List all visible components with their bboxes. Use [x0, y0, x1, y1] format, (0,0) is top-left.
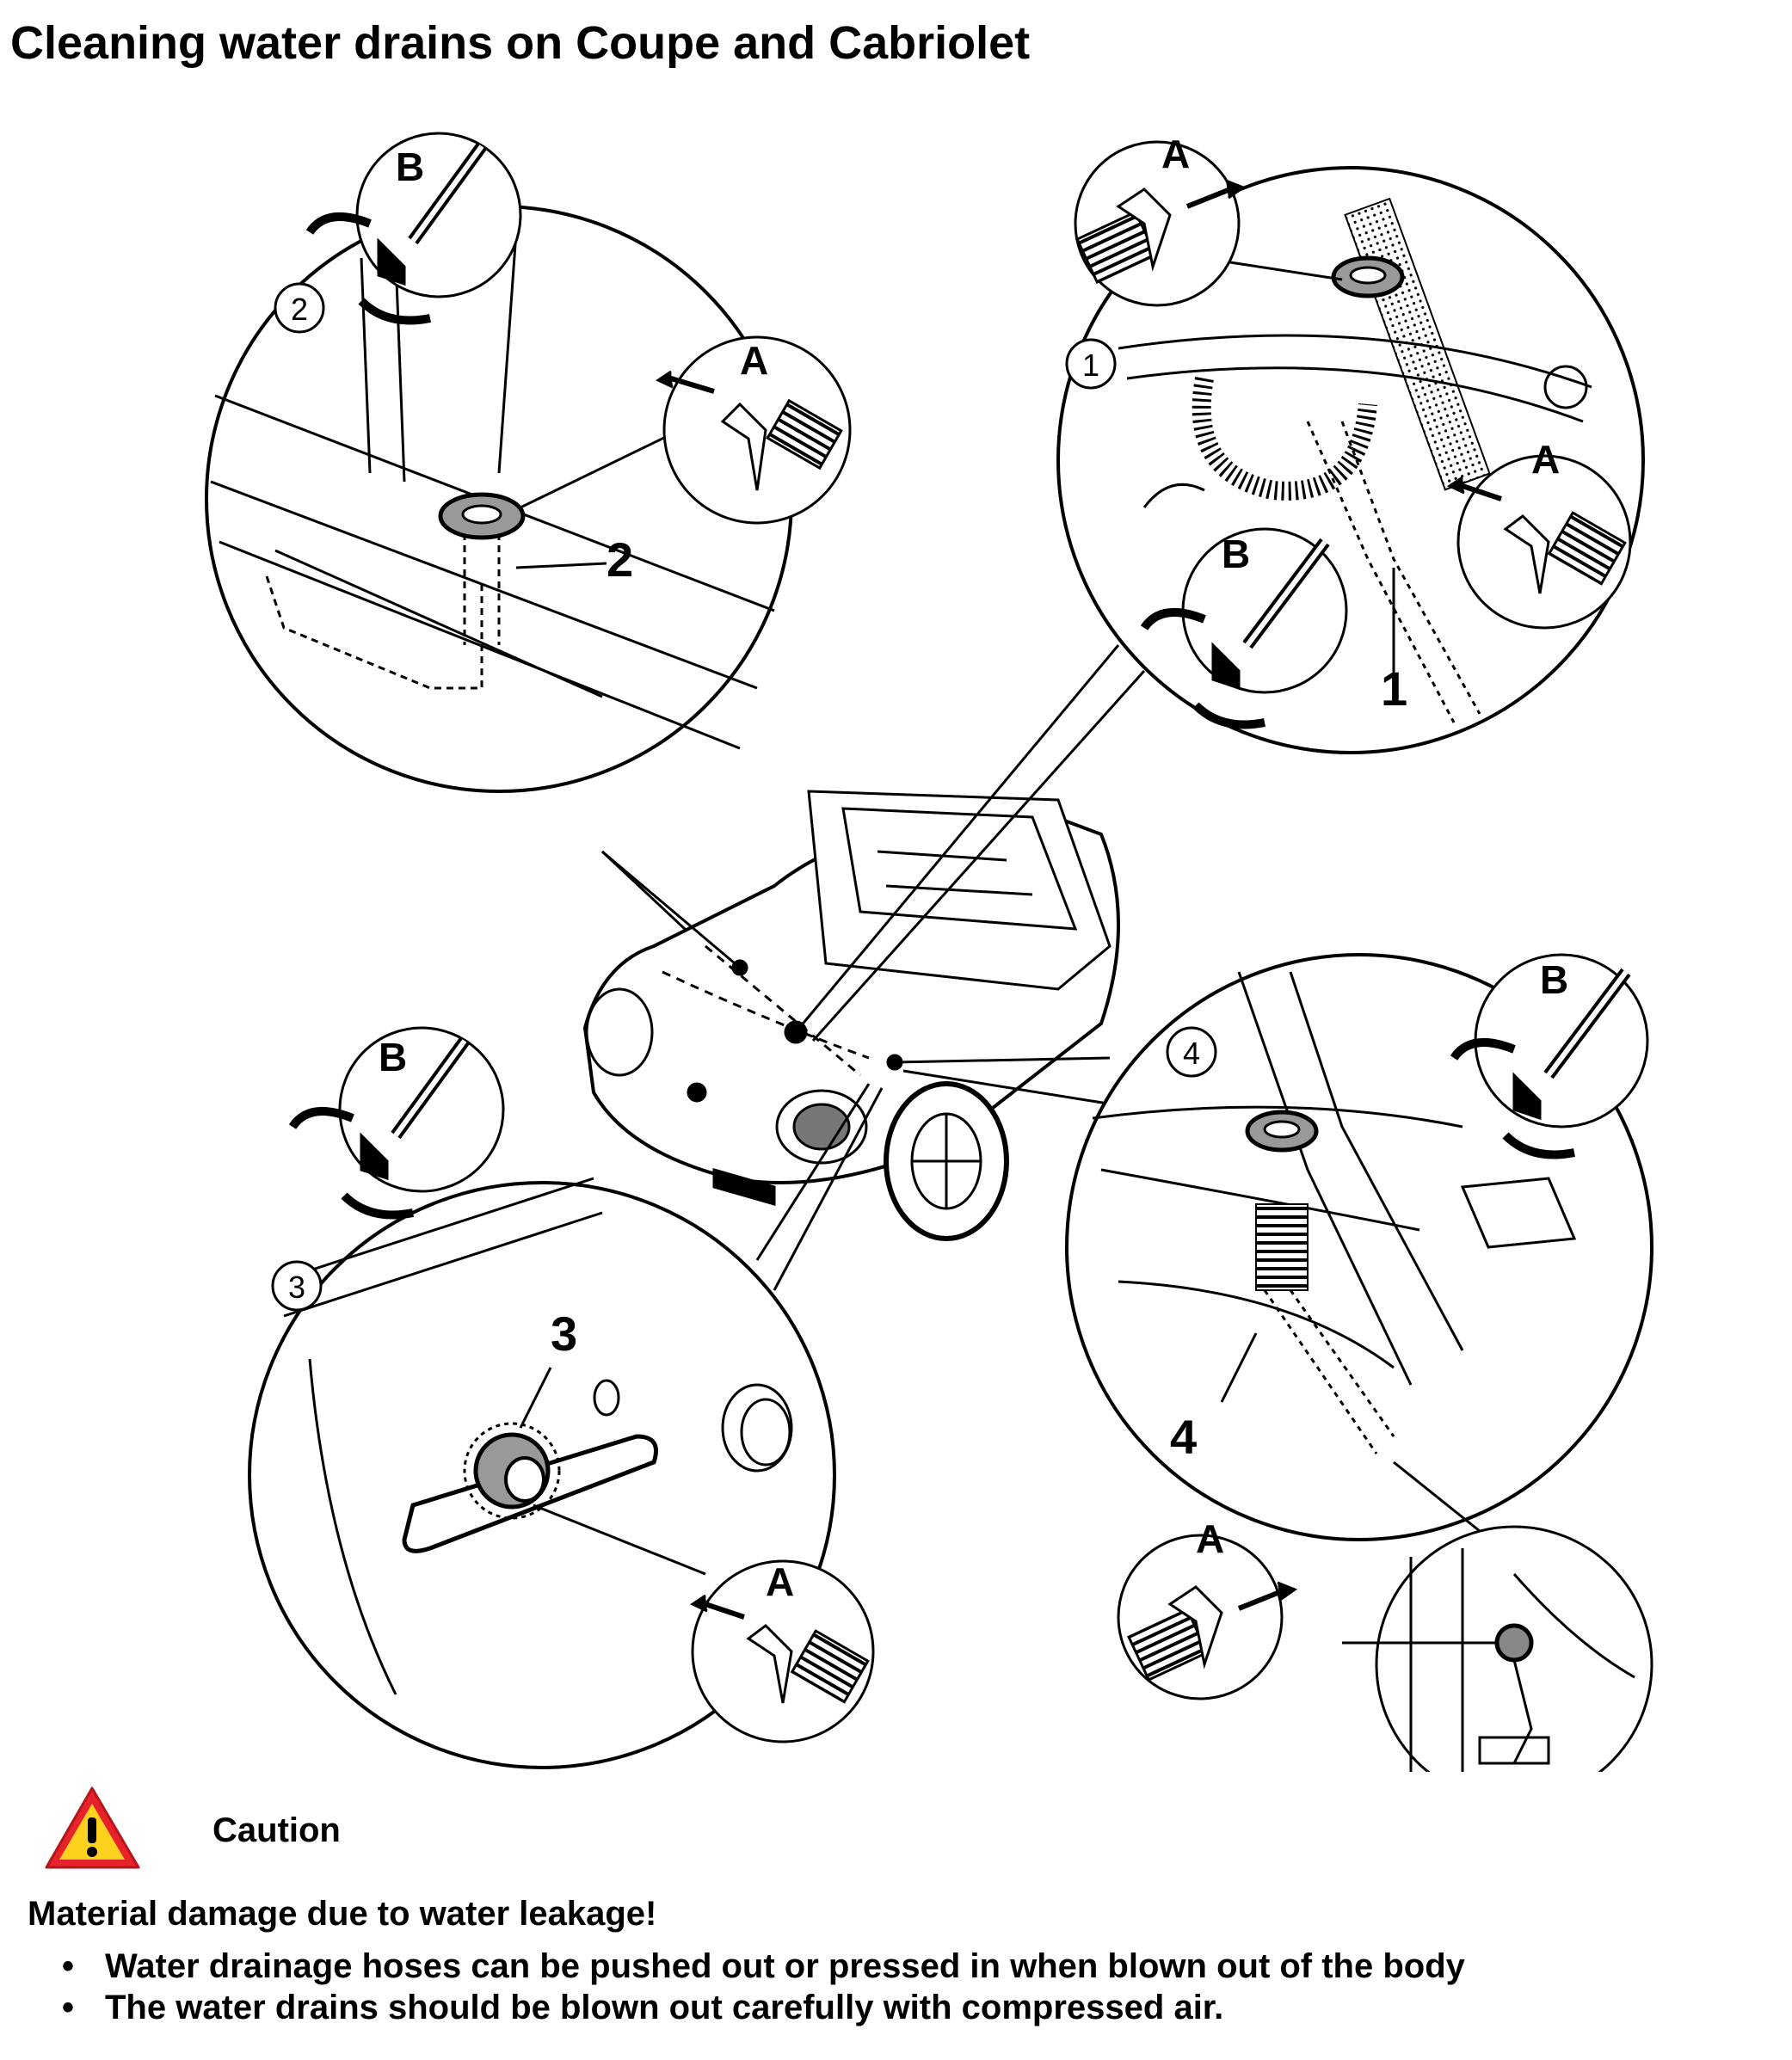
detail-1-marker: 1: [1065, 338, 1117, 390]
detail-3-number: 3: [551, 1307, 577, 1361]
detail-2-label-b: B: [396, 145, 424, 189]
detail-1-number: 1: [1381, 661, 1407, 716]
detail-4-marker: 4: [1166, 1026, 1217, 1078]
svg-text:2: 2: [291, 292, 308, 327]
svg-text:4: 4: [1183, 1036, 1200, 1071]
detail-3-view: [248, 1177, 836, 1769]
detail-3-label-a: A: [766, 1559, 794, 1604]
list-item: Water drainage hoses can be pushed out o…: [62, 1946, 1465, 1987]
detail-4-subview: [1342, 1460, 1653, 1772]
detail-3-zoom-a: [689, 1559, 875, 1743]
technical-illustration: 2 B 2 A 1 1: [205, 132, 1653, 1772]
detail-1-zoom-a-right: [1446, 454, 1632, 630]
detail-2-zoom-b: [305, 132, 522, 325]
caution-list: Water drainage hoses can be pushed out o…: [62, 1946, 1465, 2028]
detail-4-zoom-b: [1450, 953, 1649, 1159]
detail-4-zoom-a: [1117, 1534, 1298, 1700]
callout-lines: [601, 644, 1146, 1291]
detail-4-label-a: A: [1196, 1516, 1224, 1561]
detail-2-label-a: A: [740, 338, 768, 383]
detail-1-label-b: B: [1222, 532, 1250, 576]
caution-label: Caution: [212, 1811, 341, 1849]
detail-4-label-b: B: [1540, 957, 1568, 1002]
warning-triangle-icon: [45, 1786, 140, 1869]
detail-3-zoom-b: [288, 1026, 505, 1220]
svg-text:1: 1: [1082, 347, 1099, 383]
detail-4-number: 4: [1170, 1410, 1197, 1464]
list-item: The water drains should be blown out car…: [62, 1987, 1465, 2028]
detail-1-label-a2: A: [1531, 437, 1560, 482]
detail-2-marker: 2: [274, 282, 325, 334]
page-title: Cleaning water drains on Coupe and Cabri…: [10, 17, 1031, 69]
svg-text:3: 3: [288, 1270, 305, 1305]
detail-2-view: [205, 205, 793, 982]
detail-1-label-a1: A: [1161, 132, 1190, 176]
detail-3-label-b: B: [379, 1035, 407, 1079]
detail-2-number: 2: [607, 532, 633, 587]
detail-1-zoom-b: [1140, 527, 1348, 729]
detail-2-zoom-a: [655, 335, 852, 525]
caution-heading: Material damage due to water leakage!: [28, 1895, 657, 1933]
detail-1-zoom-a-top: [1074, 140, 1343, 307]
detail-3-marker: 3: [271, 1260, 323, 1312]
car-illustration: [582, 790, 1120, 1241]
